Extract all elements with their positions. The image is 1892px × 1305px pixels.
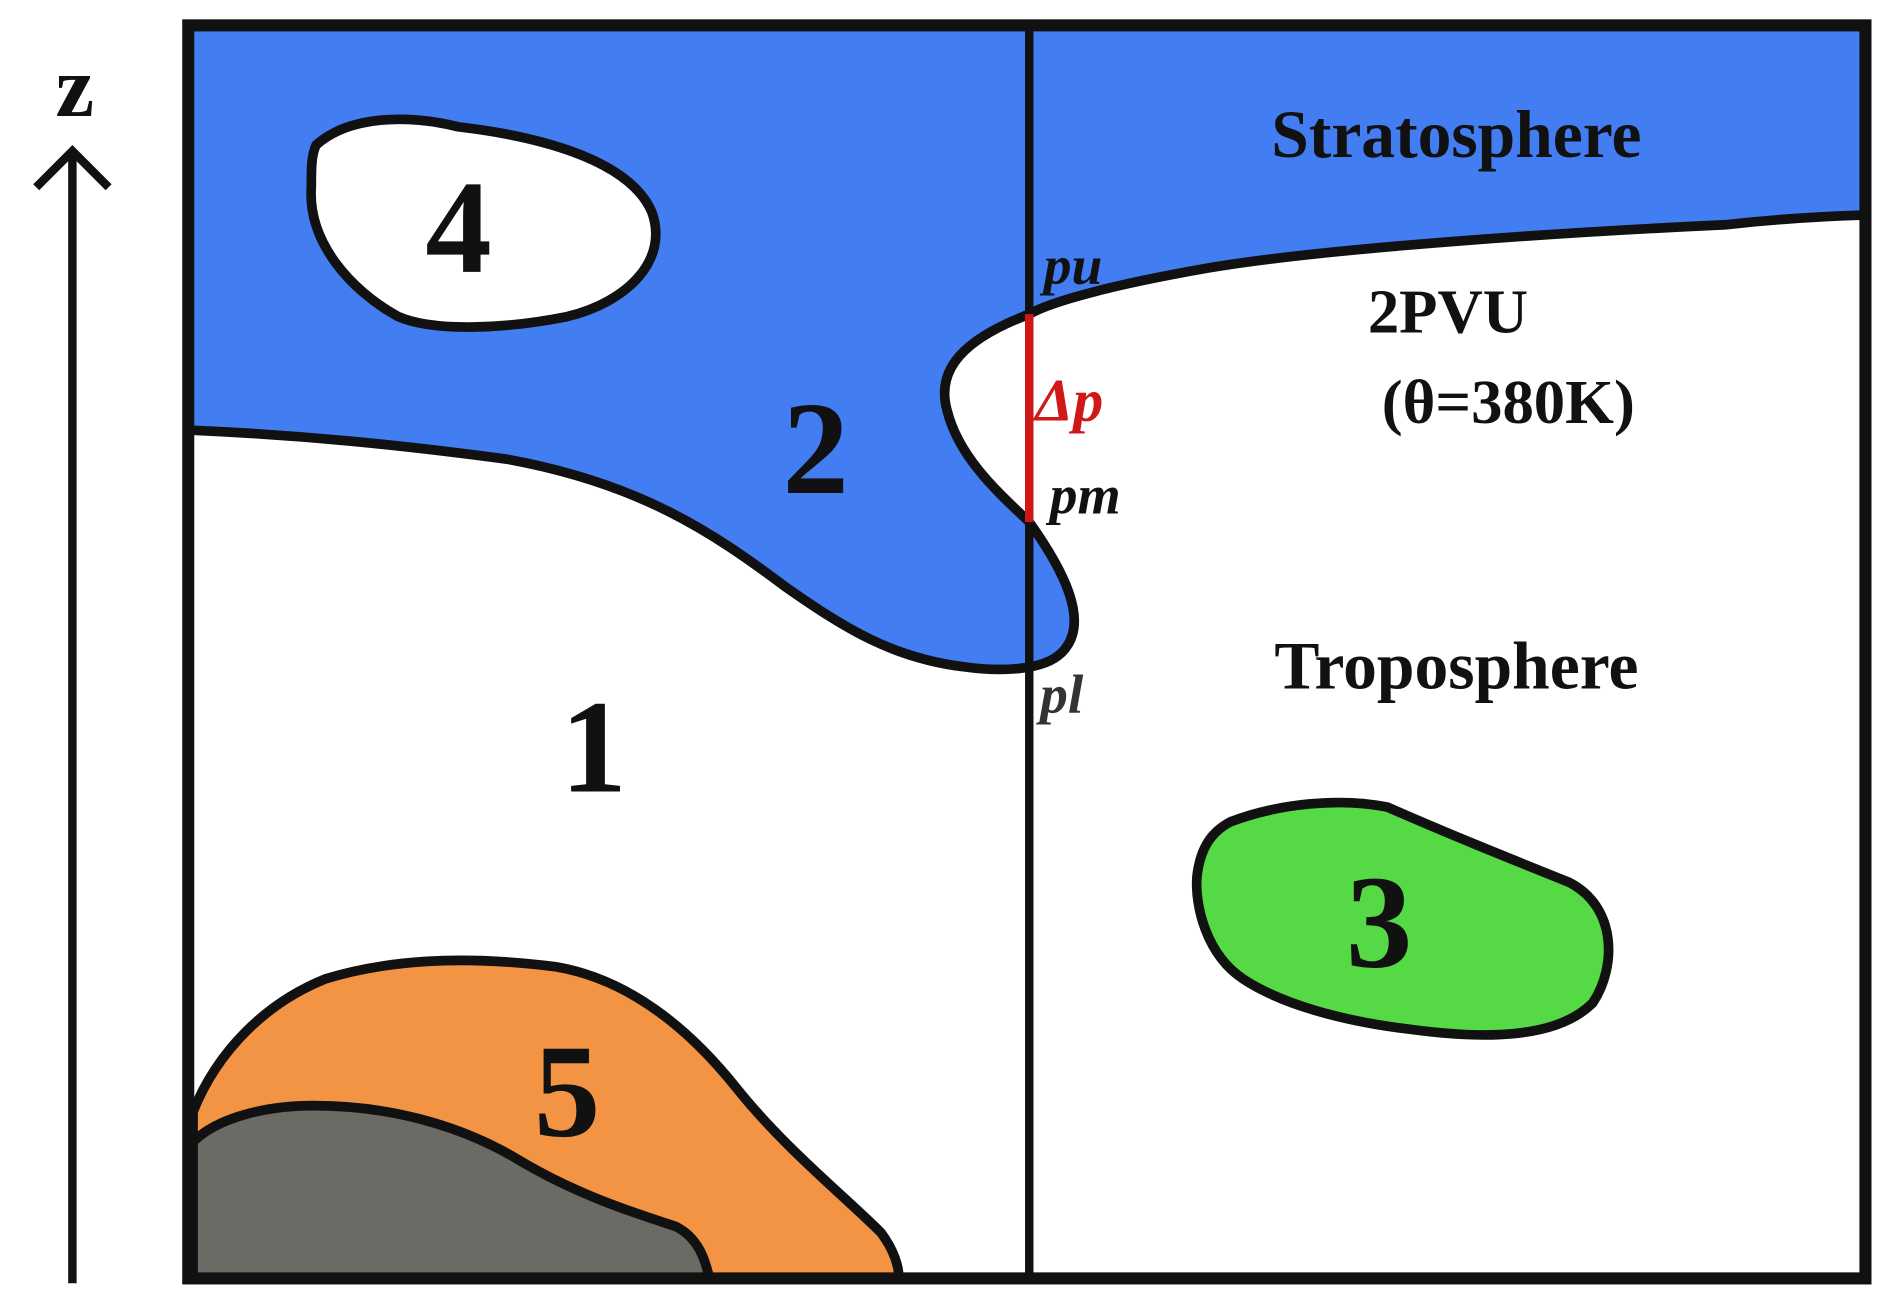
ground-region	[188, 1100, 716, 1284]
p-upper-label: pu	[1040, 236, 1103, 297]
region-number-2: 2	[783, 375, 849, 522]
z-axis: z	[33, 39, 112, 1284]
region-number-3: 3	[1346, 849, 1412, 996]
tropopause-theta-label: (θ=380K)	[1382, 367, 1635, 437]
tropopause-label: 2PVU	[1368, 276, 1528, 346]
p-lower-label: pl	[1036, 665, 1084, 726]
region-number-4: 4	[425, 154, 491, 301]
arrow-up-icon	[33, 145, 112, 191]
region-number-5: 5	[534, 1018, 600, 1165]
troposphere-label: Troposphere	[1274, 629, 1638, 704]
z-axis-label: z	[56, 39, 95, 135]
p-middle-label: pm	[1046, 466, 1121, 527]
region-number-1: 1	[560, 673, 626, 820]
region-4-blob	[306, 114, 661, 332]
region-3-blob	[1191, 797, 1614, 1040]
stratosphere-label: Stratosphere	[1271, 97, 1641, 172]
delta-p-label: Δp	[1033, 367, 1103, 434]
